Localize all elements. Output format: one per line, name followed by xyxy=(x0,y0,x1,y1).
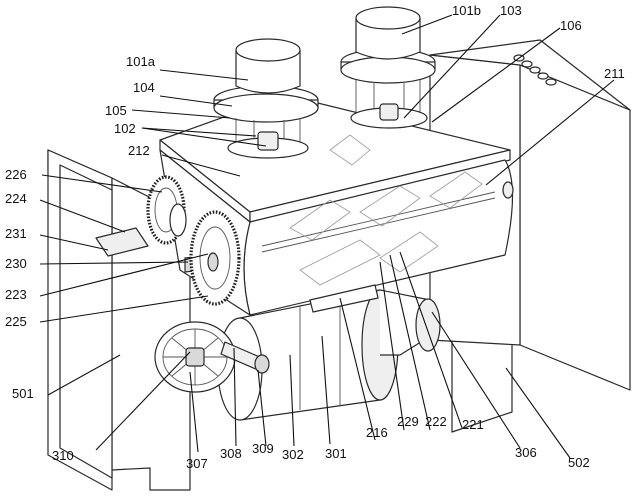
label-104: 104 xyxy=(133,80,155,95)
leader-lines xyxy=(39,14,615,459)
control-cabinet xyxy=(429,39,631,391)
label-502: 502 xyxy=(568,455,590,470)
label-211: 211 xyxy=(604,66,625,81)
label-224: 224 xyxy=(5,191,27,206)
label-229: 229 xyxy=(397,414,419,429)
label-231: 231 xyxy=(5,226,27,241)
label-501: 501 xyxy=(12,386,34,401)
label-106: 106 xyxy=(560,18,582,33)
label-222: 222 xyxy=(425,414,447,429)
drum-shaft xyxy=(220,341,270,374)
pulley-224 xyxy=(169,203,187,237)
label-306: 306 xyxy=(515,445,537,460)
label-310: 310 xyxy=(52,448,74,463)
label-221: 221 xyxy=(462,417,484,432)
crushing-drum xyxy=(217,289,441,421)
label-103: 103 xyxy=(500,3,522,18)
label-301: 301 xyxy=(325,446,347,461)
label-102: 102 xyxy=(114,121,136,136)
label-101a: 101a xyxy=(126,54,156,69)
label-302: 302 xyxy=(282,447,304,462)
label-216: 216 xyxy=(366,425,388,440)
left-frame-panel xyxy=(47,149,191,491)
lower-gear-225 xyxy=(189,210,241,306)
motor-101a xyxy=(213,38,319,159)
label-223: 223 xyxy=(5,287,27,302)
label-309: 309 xyxy=(252,441,274,456)
label-308: 308 xyxy=(220,446,242,461)
handwheel xyxy=(154,321,236,393)
reference-labels: 101a 104 105 102 101b 103 106 211 212 22… xyxy=(5,3,625,471)
label-101b: 101b xyxy=(452,3,481,18)
label-230: 230 xyxy=(5,256,27,271)
label-212: 212 xyxy=(128,143,150,158)
label-226: 226 xyxy=(5,167,27,182)
label-105: 105 xyxy=(105,103,127,118)
motor-101b xyxy=(340,6,436,129)
label-307: 307 xyxy=(186,456,208,471)
label-225: 225 xyxy=(5,314,27,329)
